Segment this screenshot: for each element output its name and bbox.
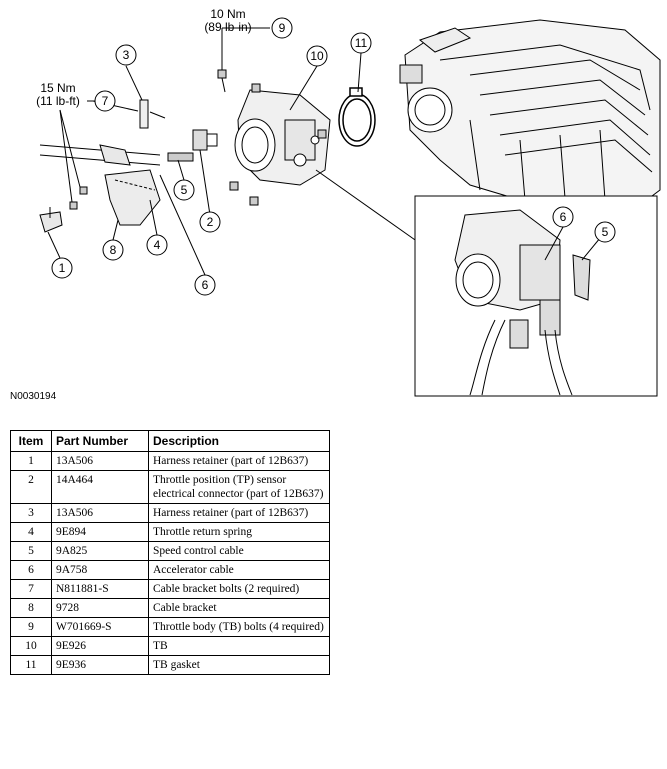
- table-row: 1 13A506 Harness retainer (part of 12B63…: [10, 451, 330, 471]
- cell-part: 13A506: [51, 451, 149, 471]
- callout-4: 4: [146, 234, 168, 256]
- callout-5: 5: [173, 179, 195, 201]
- parts-table: Item Part Number Description 1 13A506 Ha…: [10, 430, 330, 675]
- cell-item: 4: [10, 522, 52, 542]
- callout-2: 2: [199, 211, 221, 233]
- bolts: [69, 69, 327, 210]
- cell-part: 9728: [51, 598, 149, 618]
- cell-item: 11: [10, 655, 52, 675]
- cell-desc: TB: [148, 636, 330, 656]
- figure-id: N0030194: [10, 391, 57, 402]
- tb-gasket: [338, 87, 376, 147]
- diagram-svg: 1 2 3 4 5 6 7 8 9 10 11 6: [36, 7, 661, 397]
- callout-1: 1: [51, 257, 73, 279]
- cell-item: 7: [10, 579, 52, 599]
- callout-8: 8: [102, 239, 124, 261]
- table-row: 6 9A758 Accelerator cable: [10, 560, 330, 580]
- cell-item: 8: [10, 598, 52, 618]
- table-row: 7 N811881-S Cable bracket bolts (2 requi…: [10, 579, 330, 599]
- detail-view: [414, 195, 658, 397]
- cell-part: 9E936: [51, 655, 149, 675]
- table-row: 2 14A464 Throttle position (TP) sensor e…: [10, 470, 330, 504]
- callout-3: 3: [115, 44, 137, 66]
- callout-8-label: 8: [110, 243, 117, 257]
- table-row: 9 W701669-S Throttle body (TB) bolts (4 …: [10, 617, 330, 637]
- callout-7: 7: [87, 90, 116, 112]
- torque-9-nm: 10 Nm: [210, 7, 245, 21]
- detail-callout-5-label: 5: [602, 225, 609, 239]
- header-item: Item: [10, 430, 52, 452]
- cell-desc: Accelerator cable: [148, 560, 330, 580]
- cell-part: 9A825: [51, 541, 149, 561]
- cell-item: 5: [10, 541, 52, 561]
- detail-callout-5: 5: [594, 221, 616, 243]
- cell-part: W701669-S: [51, 617, 149, 637]
- cell-item: 9: [10, 617, 52, 637]
- cell-desc: TB gasket: [148, 655, 330, 675]
- header-part-number: Part Number: [51, 430, 149, 452]
- cell-item: 1: [10, 451, 52, 471]
- cell-desc: Speed control cable: [148, 541, 330, 561]
- callout-4-label: 4: [154, 238, 161, 252]
- callout-5-label: 5: [181, 183, 188, 197]
- cell-desc: Cable bracket bolts (2 required): [148, 579, 330, 599]
- callout-10: 10: [306, 45, 328, 67]
- callout-10-label: 10: [310, 49, 324, 63]
- cell-desc: Throttle return spring: [148, 522, 330, 542]
- callout-11-label: 11: [355, 36, 368, 50]
- cell-part: N811881-S: [51, 579, 149, 599]
- cell-item: 6: [10, 560, 52, 580]
- intake-manifold: [399, 19, 661, 206]
- callout-2-label: 2: [207, 215, 214, 229]
- table-row: 3 13A506 Harness retainer (part of 12B63…: [10, 503, 330, 523]
- callout-7-label: 7: [102, 94, 109, 108]
- table-row: 5 9A825 Speed control cable: [10, 541, 330, 561]
- cell-part: 14A464: [51, 470, 149, 504]
- torque-7-imperial: (11 lb-ft): [36, 94, 80, 108]
- table-header-row: Item Part Number Description: [10, 430, 330, 452]
- table-row: 10 9E926 TB: [10, 636, 330, 656]
- leader-lines: [47, 27, 419, 276]
- torque-9-imperial: (89 lb-in): [204, 20, 251, 34]
- cell-desc: Throttle body (TB) bolts (4 required): [148, 617, 330, 637]
- header-description: Description: [148, 430, 330, 452]
- cell-item: 3: [10, 503, 52, 523]
- tp-connector: [192, 129, 218, 151]
- exploded-diagram: 1 2 3 4 5 6 7 8 9 10 11 6: [10, 7, 661, 402]
- cell-desc: Cable bracket: [148, 598, 330, 618]
- callout-1-label: 1: [59, 261, 66, 275]
- cell-part: 9E926: [51, 636, 149, 656]
- cell-item: 10: [10, 636, 52, 656]
- table-row: 4 9E894 Throttle return spring: [10, 522, 330, 542]
- table-row: 11 9E936 TB gasket: [10, 655, 330, 675]
- callout-11: 11: [350, 32, 372, 54]
- throttle-body: [234, 89, 331, 186]
- callout-6: 6: [194, 274, 216, 296]
- callout-3-label: 3: [123, 48, 130, 62]
- callout-9-label: 9: [279, 21, 286, 35]
- cell-desc: Throttle position (TP) sensor electrical…: [148, 470, 330, 504]
- cell-part: 13A506: [51, 503, 149, 523]
- callout-9: 9: [271, 17, 293, 39]
- table-row: 8 9728 Cable bracket: [10, 598, 330, 618]
- cell-part: 9E894: [51, 522, 149, 542]
- cell-desc: Harness retainer (part of 12B637): [148, 451, 330, 471]
- detail-callout-6: 6: [552, 206, 574, 228]
- torque-7-nm: 15 Nm: [40, 81, 75, 95]
- cable-bracket: [39, 99, 194, 233]
- callout-6-label: 6: [202, 278, 209, 292]
- cell-desc: Harness retainer (part of 12B637): [148, 503, 330, 523]
- cell-item: 2: [10, 470, 52, 504]
- detail-callout-6-label: 6: [560, 210, 567, 224]
- cell-part: 9A758: [51, 560, 149, 580]
